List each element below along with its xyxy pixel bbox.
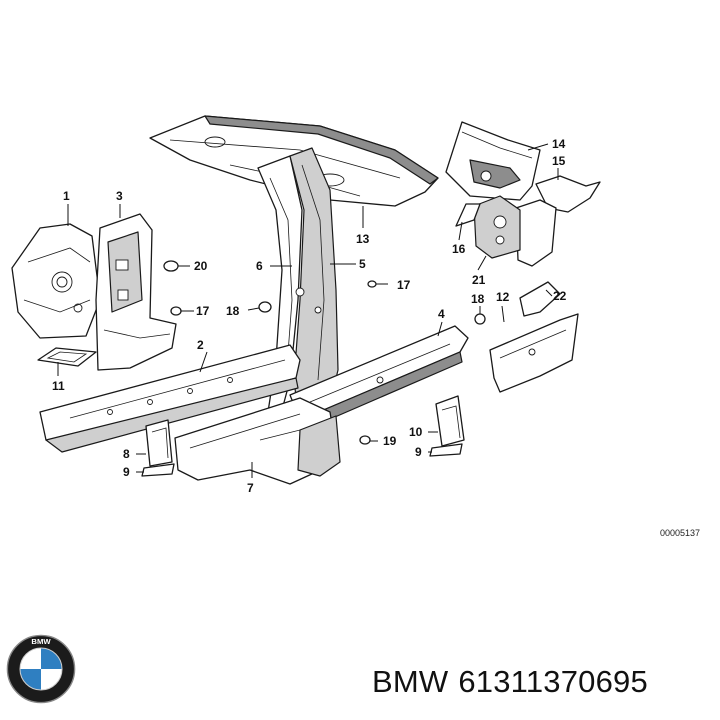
callout-10: 10 bbox=[409, 425, 423, 439]
callout-20: 20 bbox=[194, 259, 208, 273]
callout-7: 7 bbox=[247, 481, 254, 495]
front-pillar-panel-part bbox=[95, 213, 177, 371]
callout-2: 2 bbox=[197, 338, 204, 352]
callout-12: 12 bbox=[496, 290, 510, 304]
callout-6: 6 bbox=[256, 259, 263, 273]
rear-lower-panel-part bbox=[489, 281, 579, 393]
side-sill-part bbox=[39, 344, 301, 453]
diagram-reference-code: 00005137 bbox=[660, 528, 701, 538]
part-number-label: BMW 61311370695 bbox=[372, 664, 658, 700]
svg-text:BMW: BMW bbox=[31, 637, 51, 646]
callout-4: 4 bbox=[438, 307, 445, 321]
callout-9-left: 9 bbox=[123, 465, 130, 479]
callout-3: 3 bbox=[116, 189, 123, 203]
bmw-logo: BMW bbox=[6, 634, 76, 704]
callout-14: 14 bbox=[552, 137, 566, 151]
rear-quarter-parts bbox=[445, 121, 601, 267]
callout-13: 13 bbox=[356, 232, 370, 246]
callout-17-left: 17 bbox=[196, 304, 210, 318]
callout-22: 22 bbox=[553, 289, 567, 303]
callout-8: 8 bbox=[123, 447, 130, 461]
callout-19: 19 bbox=[383, 434, 397, 448]
callout-18-left: 18 bbox=[226, 304, 240, 318]
leader-lines bbox=[57, 143, 559, 478]
callout-labels: 1 2 3 4 5 6 7 8 9 10 9 11 12 13 14 15 16… bbox=[52, 137, 567, 495]
callout-17-right: 17 bbox=[397, 278, 411, 292]
part-number: 61311370695 bbox=[458, 664, 648, 699]
callout-21: 21 bbox=[472, 273, 486, 287]
lower-sill-part bbox=[174, 397, 341, 485]
front-inner-panel-part bbox=[11, 223, 101, 339]
callout-15: 15 bbox=[552, 154, 566, 168]
callout-18-right: 18 bbox=[471, 292, 485, 306]
callout-11: 11 bbox=[52, 379, 65, 393]
callout-9-right: 9 bbox=[415, 445, 422, 459]
callout-1: 1 bbox=[63, 189, 70, 203]
small-parts bbox=[37, 260, 486, 477]
brand-name: BMW bbox=[372, 664, 449, 699]
callout-5: 5 bbox=[359, 257, 366, 271]
callout-16: 16 bbox=[452, 242, 466, 256]
